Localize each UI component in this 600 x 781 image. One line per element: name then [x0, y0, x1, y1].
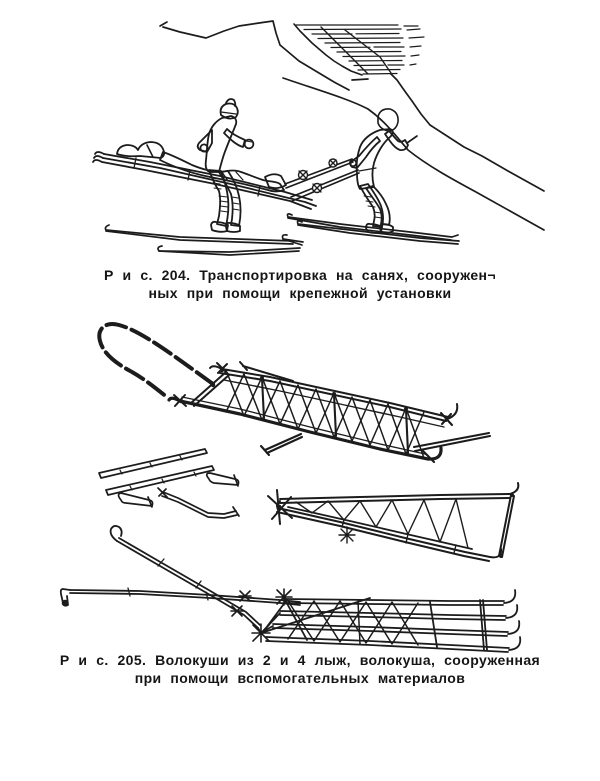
lashing-lattice	[287, 600, 419, 646]
figure-204-caption-line1: Р и с. 204. Транспортировка на санях, со…	[104, 267, 496, 283]
ski-pole-towbars	[59, 524, 301, 634]
figure-205-caption: Р и с. 205. Волокуши из 2 и 4 лыж, волок…	[0, 651, 600, 687]
pole-baskets	[230, 588, 293, 643]
rear-skier-skis	[281, 213, 460, 246]
ski-drag-frame	[167, 361, 492, 464]
lashing-lattice	[225, 369, 425, 459]
tow-rope-loop	[97, 322, 215, 400]
figure-205-illustration	[0, 318, 600, 654]
hatched-snowfield	[293, 23, 425, 76]
front-skier-skis	[104, 224, 301, 256]
lashing-lattice	[295, 498, 469, 549]
figure-204-caption: Р и с. 204. Транспортировка на санях, со…	[0, 266, 600, 302]
figure-204-illustration	[0, 0, 600, 262]
casualty-on-sled	[116, 141, 287, 193]
rear-skier	[348, 108, 418, 234]
figure-205-caption-line1: Р и с. 205. Волокуши из 2 и 4 лыж, волок…	[59, 652, 541, 668]
front-skier	[196, 98, 255, 233]
figure-204-caption-line2: ных при помощи крепежной установки	[148, 285, 452, 301]
tow-bars	[284, 158, 360, 202]
figure-205-caption-line2: при помощи вспомогательных материалов	[134, 670, 466, 686]
two-ski-drag	[267, 482, 520, 562]
four-ski-drag	[230, 588, 522, 653]
pole-baskets	[297, 158, 338, 194]
spare-ski-parts	[98, 448, 240, 519]
